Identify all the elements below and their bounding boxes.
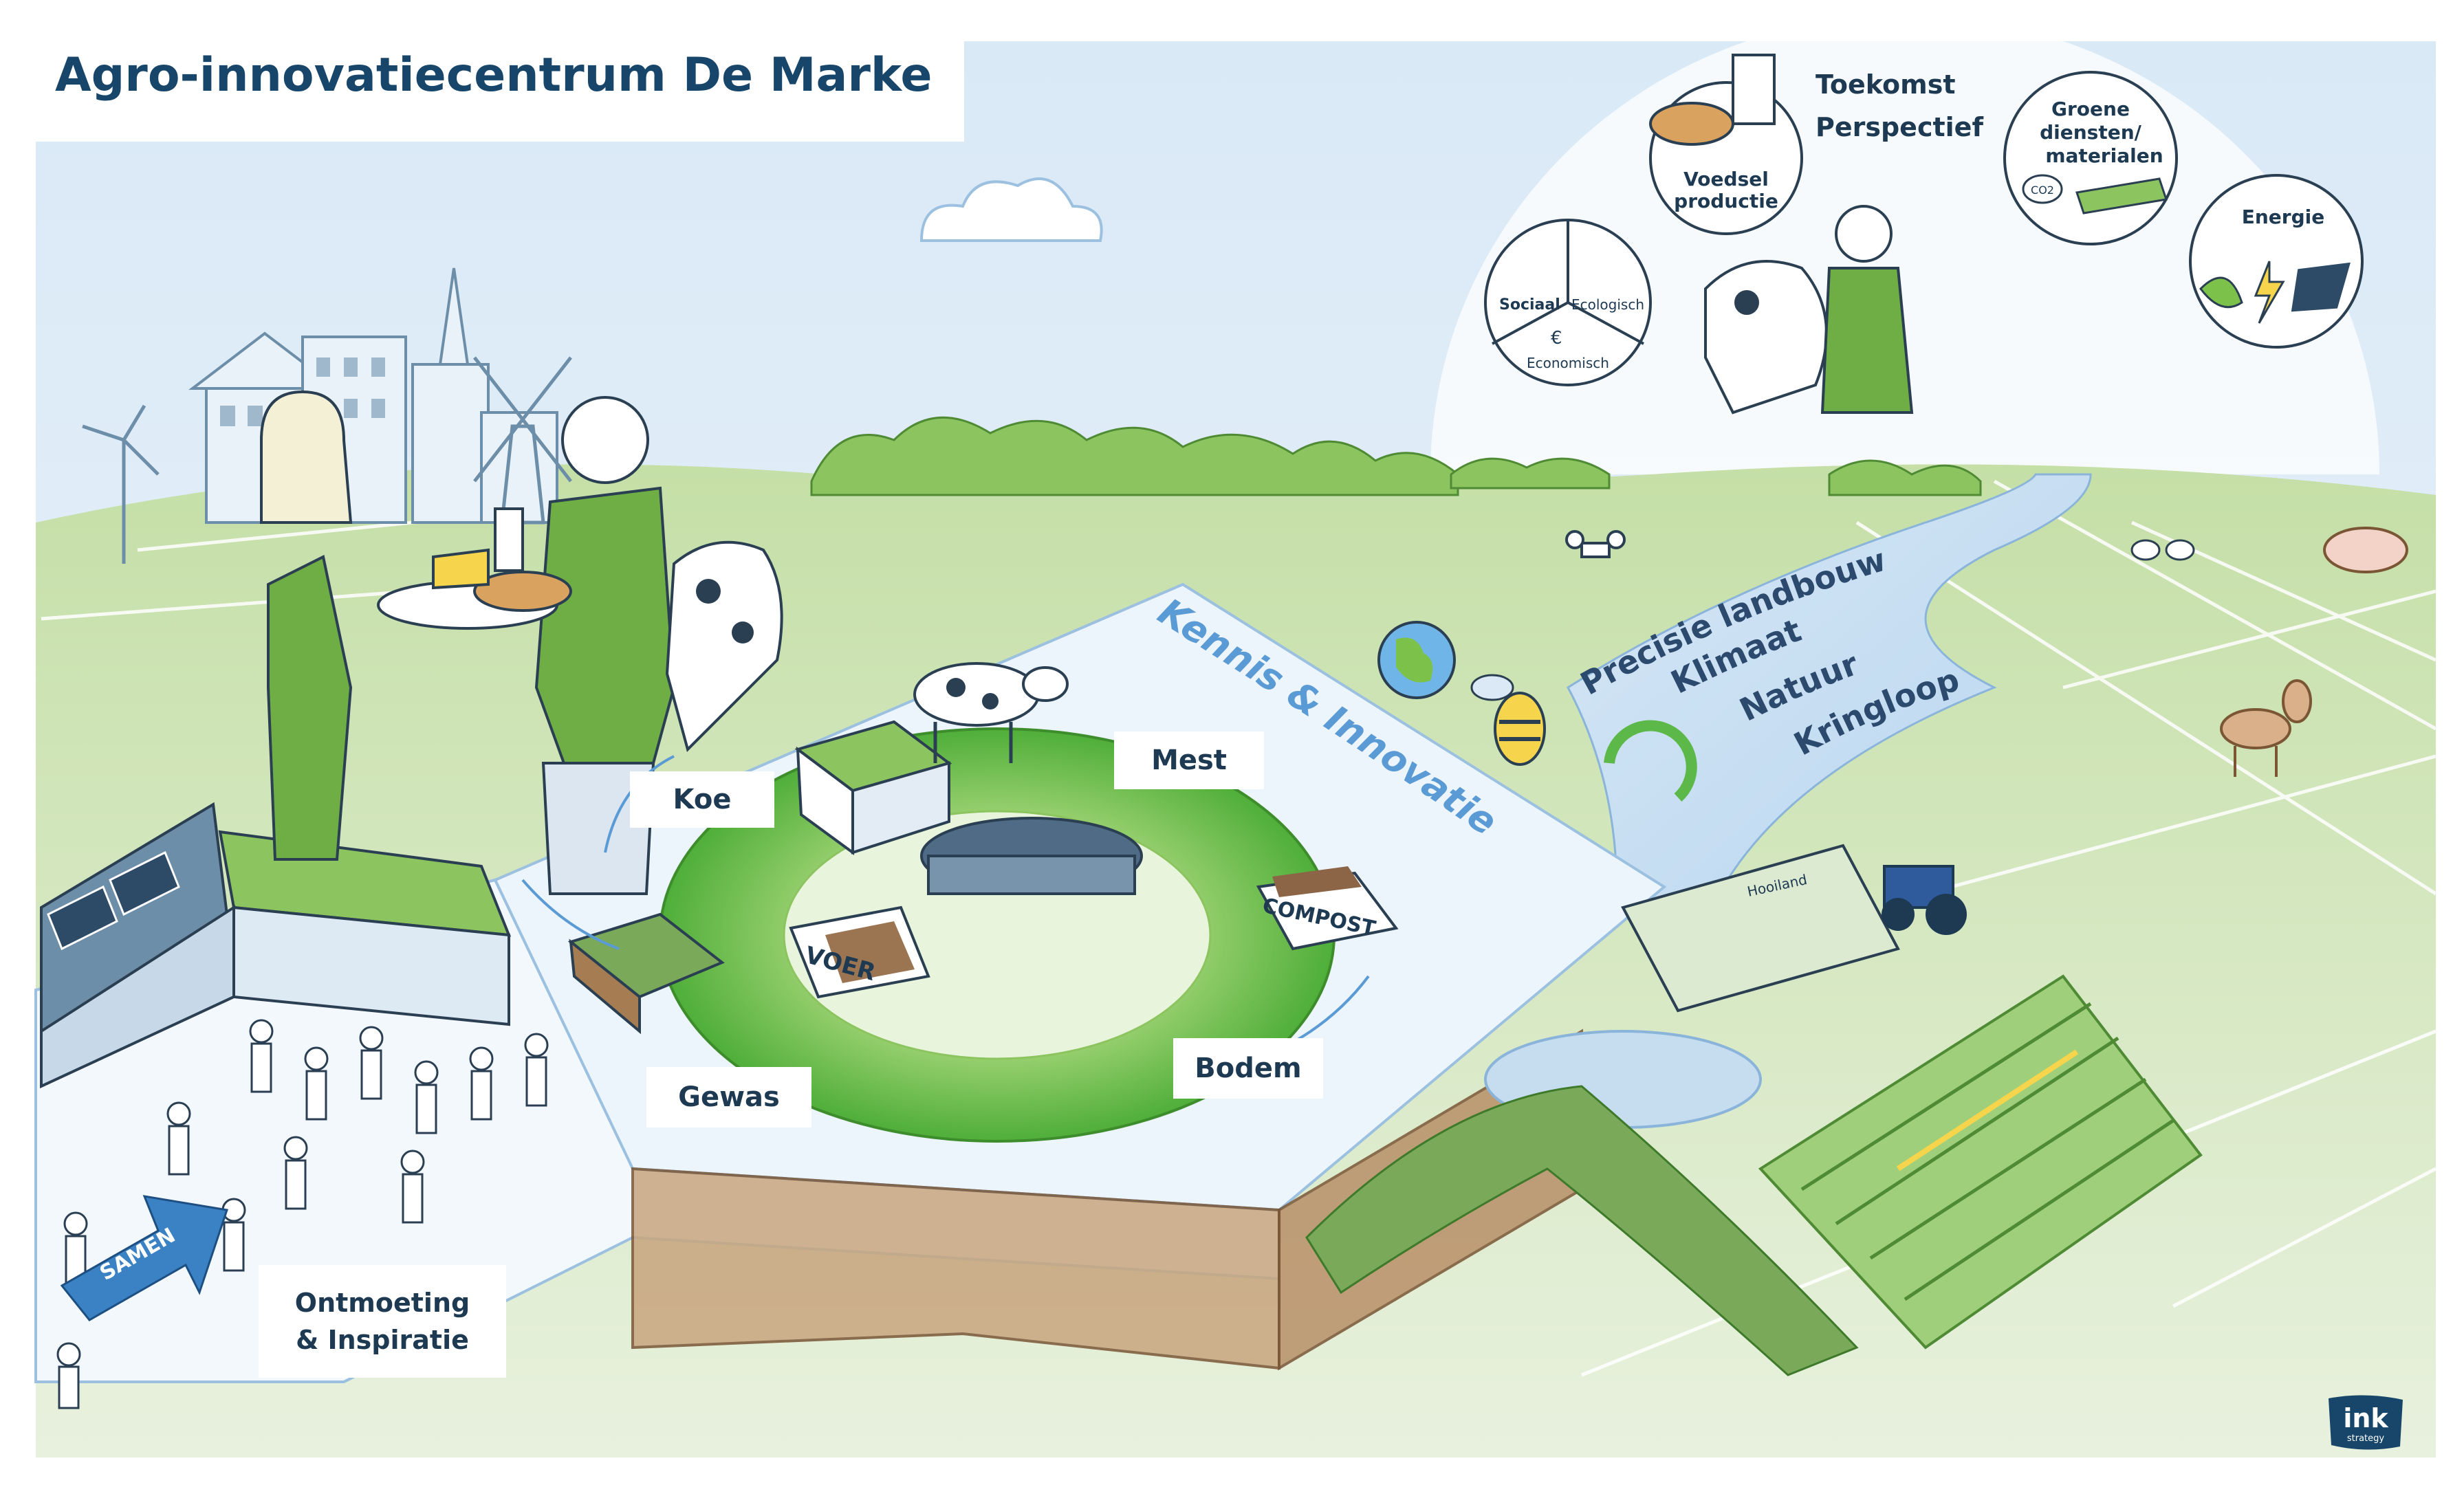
food-platter-icon [377, 507, 572, 630]
toekomst-line2: Perspectief [1816, 112, 1983, 142]
deer-icon [2220, 679, 2312, 777]
crop-rows-field [1758, 974, 2203, 1350]
toekomst-line1: Toekomst [1816, 69, 1956, 100]
tree-line [810, 416, 1982, 496]
page-title: Agro-innovatiecentrum De Marke [55, 48, 933, 102]
label-ontmoeting: Ontmoeting & Inspiratie [259, 1265, 506, 1378]
pig-icon [2323, 527, 2408, 573]
wind-turbine-icon [82, 404, 160, 564]
samen-arrow [60, 1195, 228, 1321]
pie-label-euro: € [1551, 328, 1562, 349]
energie-bubble [2189, 174, 2364, 349]
hedgerow [1305, 1085, 1859, 1376]
pie-label-sociaal: Sociaal [1499, 296, 1560, 314]
voedsel-bubble [1649, 54, 1803, 235]
svg-text:strategy: strategy [2347, 1433, 2385, 1444]
label-ontmoeting-line2: & Inspiratie [296, 1325, 469, 1355]
pie-label-economisch: Economisch [1527, 355, 1609, 371]
ink-strategy-logo: ink strategy [2329, 1395, 2403, 1450]
soil-cross-section [631, 1167, 1280, 1370]
hay-shelter-icon [1621, 844, 1900, 1013]
label-mest: Mest [1114, 732, 1264, 789]
title-box [36, 26, 964, 142]
windmill-icon [473, 356, 572, 525]
town-windows [220, 358, 385, 426]
label-koe: Koe [630, 771, 774, 828]
label-gewas: Gewas [646, 1067, 811, 1128]
label-ontmoeting-line1: Ontmoeting [294, 1288, 470, 1318]
feed-building-icon [789, 905, 930, 999]
groene-label: Groene [2051, 98, 2130, 120]
label-bodem: Bodem [1173, 1038, 1323, 1099]
family-figure [1820, 205, 1914, 414]
farmer-man-figure [534, 396, 676, 895]
cow-icon [665, 540, 783, 752]
solar-panel-icon [47, 850, 180, 951]
tractor-icon [1882, 865, 1967, 935]
toekomst-perspectief: Toekomst Perspectief [1816, 63, 1983, 148]
globe-icon [1377, 621, 1456, 699]
visitor-crowd [56, 1019, 549, 1409]
central-barn-icon [920, 817, 1143, 895]
materialen-label: materialen [2045, 144, 2163, 167]
cow-icon [913, 662, 1069, 763]
sustainability-pie-icon [1484, 219, 1652, 386]
co2-label: CO2 [2031, 184, 2054, 197]
bee-icon [1470, 674, 1546, 766]
cow-barn-icon [794, 720, 952, 855]
voedsel-label: Voedsel [1683, 168, 1769, 190]
svg-text:ink: ink [2343, 1403, 2388, 1433]
groene-diensten-bubble [2003, 71, 2178, 245]
visitor-center-icon [40, 802, 512, 1089]
energie-label: Energie [2242, 206, 2325, 228]
diensten-label: diensten/ [2040, 121, 2142, 144]
crop-plot-icon [567, 912, 725, 1035]
cloud [919, 177, 1103, 242]
farmer-woman-figure [260, 390, 353, 861]
productie-label: productie [1674, 190, 1778, 212]
drone-icon [1565, 530, 1626, 558]
compost-building-icon [1256, 866, 1399, 951]
chicken-icon [2130, 539, 2195, 561]
pie-label-ecologisch: Ecologisch [1571, 296, 1644, 313]
recycle-icon [1604, 720, 1697, 802]
cow-icon [1704, 260, 1828, 415]
